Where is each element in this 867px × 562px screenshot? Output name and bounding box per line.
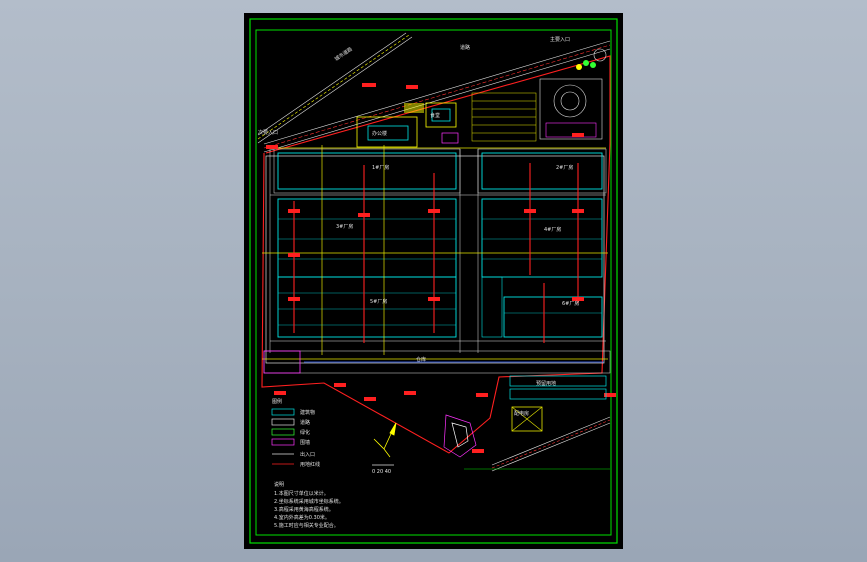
label-future-plant: 预留用地: [536, 380, 556, 387]
label-plant-5: 5#厂房: [370, 298, 387, 305]
scale-bar-text: 0 20 40: [372, 469, 391, 475]
inner-frame: [255, 29, 612, 536]
label-office: 办公楼: [372, 130, 387, 137]
diagonal-north-road: [263, 40, 611, 153]
legend-item-2: 绿化: [300, 429, 310, 436]
notes-title: 说明: [274, 481, 284, 488]
legend-title: 图例: [272, 398, 282, 405]
substation-hatch: [263, 350, 301, 374]
label-canteen: 食堂: [430, 112, 440, 119]
outer-frame: [249, 18, 618, 544]
location-sketch: [443, 414, 477, 458]
label-road-north: 城市道路: [333, 46, 354, 63]
site-boundary-line: [261, 55, 611, 454]
dimension-lines: [293, 163, 579, 343]
reserved-land-block: [509, 375, 607, 432]
note-line-3: 4.室内外高差为0.30米。: [274, 514, 330, 521]
parking-lot: [471, 92, 537, 142]
label-plant-4: 4#厂房: [544, 226, 561, 233]
label-substation: 配电房: [514, 410, 529, 417]
plant-1-building: [273, 148, 461, 194]
cad-drawing-sheet: 主要入口 城市道路 道路 办公楼 食堂 次要入口 1#厂房 2#厂房 3#厂房 …: [244, 13, 623, 549]
label-warehouse: 仓库: [416, 356, 426, 363]
entrance-plaza: [539, 48, 607, 140]
label-plant-6: 6#厂房: [562, 300, 579, 307]
note-line-2: 3.高程采用黄海高程系统。: [274, 506, 334, 513]
site-plan-drawing: 主要入口 城市道路 道路 办公楼 食堂 次要入口 1#厂房 2#厂房 3#厂房 …: [249, 18, 618, 544]
diagonal-city-road: [257, 32, 413, 144]
label-plant-1: 1#厂房: [372, 164, 389, 171]
legend-item-4: 出入口: [300, 451, 315, 458]
label-road: 道路: [460, 44, 470, 51]
legend-item-1: 道路: [300, 419, 310, 426]
note-line-4: 5.施工时应与相关专业配合。: [274, 522, 339, 529]
legend-item-0: 建筑物: [300, 409, 315, 416]
plant-2-building: [477, 148, 607, 194]
parcel-outline: [265, 155, 605, 364]
internal-roads: [269, 149, 606, 353]
plant-5-building: [277, 276, 457, 338]
north-arrow: [372, 422, 397, 466]
label-north-gate: 主要入口: [550, 36, 570, 43]
note-line-1: 2.坐标系统采用城市坐标系统。: [274, 498, 344, 505]
plant-4-building: [481, 198, 603, 278]
legend-symbols: [271, 408, 295, 465]
office-canteen-area: [356, 102, 459, 148]
note-line-0: 1.本图尺寸单位以米计。: [274, 490, 329, 497]
south-diagonal-road: [464, 416, 611, 472]
label-west-gate: 次要入口: [258, 129, 278, 136]
axis-lines: [262, 145, 608, 360]
south-road: [263, 350, 611, 374]
legend-item-5: 用地红线: [300, 461, 320, 468]
label-plant-2: 2#厂房: [556, 164, 573, 171]
dimension-tags: [266, 83, 616, 453]
label-plant-3: 3#厂房: [336, 223, 353, 230]
plant-6-building: [481, 276, 603, 338]
legend-item-3: 围墙: [300, 439, 310, 446]
